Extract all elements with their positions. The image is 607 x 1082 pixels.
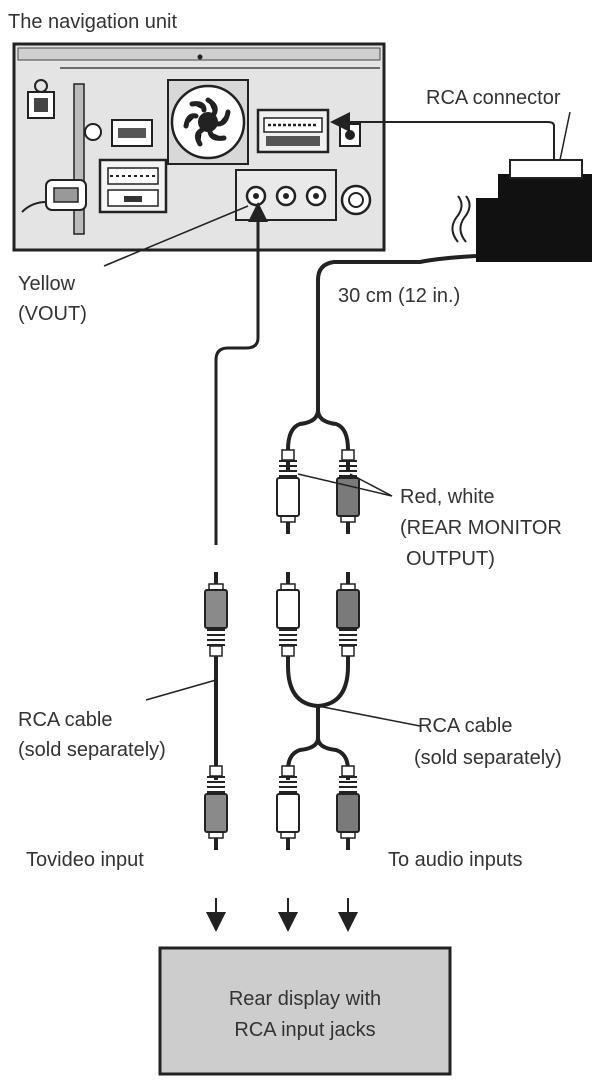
red-white-label: Red, white	[400, 486, 495, 508]
extension-cable	[316, 254, 477, 410]
to-video-label: Tovideo input	[26, 849, 144, 871]
plug-yellow-middle	[204, 571, 228, 657]
small-connector-icon	[27, 79, 55, 119]
rear-display-label-1: Rear display with	[229, 988, 381, 1010]
vout-label: (VOUT)	[18, 303, 87, 325]
vout-cable	[214, 214, 260, 545]
cable-length-label: 30 cm (12 in.)	[338, 285, 460, 307]
rear-display-label-2: RCA input jacks	[234, 1019, 375, 1041]
rca-port-icon	[256, 108, 361, 154]
rear-display-box	[158, 946, 452, 1076]
unit-title: The navigation unit	[8, 11, 177, 33]
rear-monitor-label-2: OUTPUT)	[406, 548, 495, 570]
down-arrows	[206, 898, 358, 932]
leader-lines	[103, 205, 421, 727]
navigation-unit	[12, 42, 386, 252]
rca-connector-label: RCA connector	[426, 87, 561, 109]
audio-cable-loop	[286, 656, 350, 709]
usb-port-icon	[84, 119, 153, 147]
yellow-label: Yellow	[18, 273, 76, 295]
plug-red-middle	[336, 571, 360, 657]
plug-white-middle	[276, 571, 300, 657]
rca-cable-left-label-1: RCA cable	[18, 709, 113, 731]
fan-icon	[167, 79, 249, 165]
to-audio-label: To audio inputs	[388, 849, 523, 871]
antenna-connector-icon	[21, 179, 87, 213]
rca-connector-plug	[330, 111, 592, 262]
harness-connector-icon	[98, 158, 168, 214]
rca-cable-right-label-2: (sold separately)	[414, 747, 562, 769]
rear-monitor-label-1: (REAR MONITOR	[400, 517, 562, 539]
rca-cable-right-label-1: RCA cable	[418, 715, 513, 737]
rca-cable-left-label-2: (sold separately)	[18, 739, 166, 761]
